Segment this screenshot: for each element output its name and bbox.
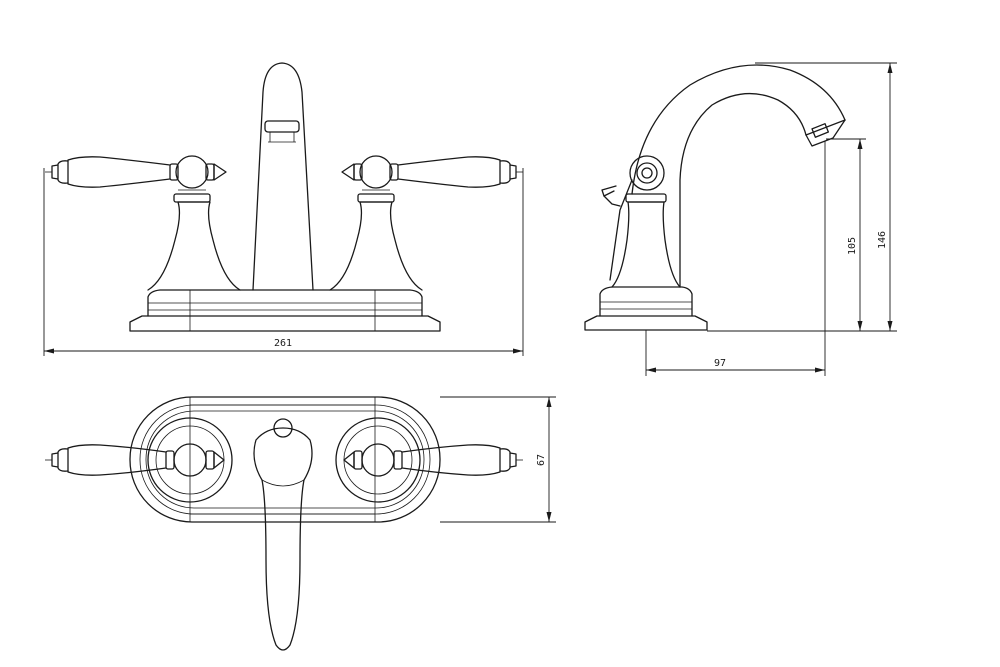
dimension-overall-width: 261 [43,168,524,356]
dimension-overall-width-label: 261 [274,338,292,349]
dimension-overall-height-label: 146 [877,231,888,249]
dimension-base-depth-label: 67 [536,454,547,466]
top-spout [253,418,313,651]
side-lever-hub [601,155,665,281]
side-valve-body [611,193,681,288]
front-right-valve [329,155,523,291]
dimension-spout-height-label: 105 [847,237,858,255]
dimension-base-depth: 67 [440,396,556,523]
front-view: 261 [43,62,524,356]
dimension-overall-height: 146 [755,62,897,331]
front-left-valve [45,155,241,291]
side-view: 97 105 146 [584,62,897,376]
top-right-valve [335,417,523,503]
front-base [129,289,441,332]
dimension-spout-height: 105 [707,138,897,332]
top-view: 67 [45,396,556,651]
side-base [584,286,708,331]
dimension-spout-reach: 97 [645,141,826,376]
front-spout [252,62,314,291]
side-spout [631,64,846,288]
top-left-valve [45,417,233,503]
dimension-spout-reach-label: 97 [714,358,726,369]
